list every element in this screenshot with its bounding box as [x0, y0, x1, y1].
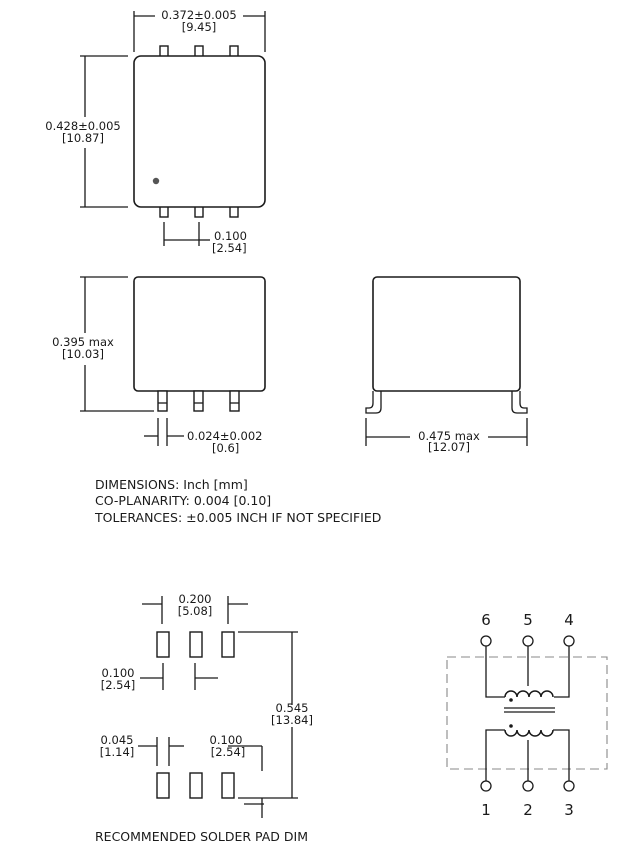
pad-row-span-inch: 0.545 — [276, 701, 309, 715]
pad-width-mm: [1.14] — [100, 745, 135, 759]
front-view-lead — [229, 390, 240, 412]
side-view: 0.475 max [12.07] — [365, 276, 528, 454]
top-length-inch: 0.428±0.005 — [45, 119, 120, 133]
solder-pad — [156, 631, 170, 658]
pad-pitch2-mm: [2.54] — [211, 745, 246, 759]
side-view-lead-right — [511, 391, 528, 414]
top-pitch-mm: [2.54] — [212, 241, 247, 255]
front-lead-inch: 0.024±0.002 — [187, 429, 262, 443]
pin-label-5: 5 — [523, 611, 533, 629]
front-height-mm: [10.03] — [62, 347, 104, 361]
top-view: 0.372±0.005 [9.45] 0.428±0.005 [10.87] 0… — [45, 8, 266, 255]
pin-label-3: 3 — [564, 801, 574, 819]
terminal-4 — [563, 635, 575, 647]
top-pitch-inch: 0.100 — [214, 229, 247, 243]
side-span-mm: [12.07] — [428, 440, 470, 454]
notes: DIMENSIONS: Inch [mm] CO-PLANARITY: 0.00… — [94, 477, 381, 525]
solder-pad — [221, 772, 235, 799]
pad-pitch2-inch: 0.100 — [210, 733, 243, 747]
top-width-inch: 0.372±0.005 — [161, 8, 236, 22]
note-coplanarity: CO-PLANARITY: 0.004 [0.10] — [95, 493, 271, 508]
pad-spacing-mm: [5.08] — [178, 604, 213, 618]
secondary-polarity-dot — [509, 724, 513, 728]
front-lead-mm: [0.6] — [212, 441, 239, 455]
pin-label-4: 4 — [564, 611, 574, 629]
pad-width-inch: 0.045 — [101, 733, 134, 747]
pin-label-1: 1 — [481, 801, 491, 819]
solder-pad-layout: 0.200 [5.08] 0.100 [2.54] 0.545 [13.84] … — [95, 592, 313, 844]
schematic-outline — [446, 656, 608, 770]
component-body-front — [133, 276, 266, 392]
solder-pad — [221, 631, 235, 658]
pad-row-span-mm: [13.84] — [271, 713, 313, 727]
terminal-6 — [480, 635, 492, 647]
side-view-lead-left — [365, 391, 382, 414]
front-height-inch: 0.395 max — [52, 335, 114, 349]
primary-polarity-dot — [509, 698, 513, 702]
terminal-5 — [522, 635, 534, 647]
solder-pad — [189, 631, 203, 658]
top-length-mm: [10.87] — [62, 131, 104, 145]
pin-label-6: 6 — [481, 611, 491, 629]
pin-label-2: 2 — [523, 801, 533, 819]
note-dimensions: DIMENSIONS: Inch [mm] — [95, 477, 248, 492]
top-width-mm: [9.45] — [182, 20, 217, 34]
primary-winding-coil — [504, 690, 554, 698]
pad-spacing-inch: 0.200 — [179, 592, 212, 606]
component-body-top — [133, 55, 266, 208]
pad-pitch-inch: 0.100 — [102, 666, 135, 680]
terminal-1 — [480, 780, 492, 792]
front-view-lead — [157, 390, 168, 412]
note-tolerances: TOLERANCES: ±0.005 INCH IF NOT SPECIFIED — [94, 510, 381, 525]
terminal-3 — [563, 780, 575, 792]
front-view-lead — [193, 390, 204, 412]
solder-pad — [189, 772, 203, 799]
front-view: 0.395 max [10.03] 0.024±0.002 [0.6] — [52, 276, 266, 455]
pad-pitch-mm: [2.54] — [101, 678, 136, 692]
secondary-winding-coil — [504, 729, 554, 737]
side-span-inch: 0.475 max — [418, 429, 480, 443]
solder-pad — [156, 772, 170, 799]
pin1-marker-dot — [152, 177, 160, 185]
pad-layout-caption: RECOMMENDED SOLDER PAD DIM — [95, 829, 308, 844]
component-body-side — [372, 276, 521, 392]
terminal-2 — [522, 780, 534, 792]
transformer-schematic: 6 5 4 1 2 3 — [446, 611, 608, 819]
